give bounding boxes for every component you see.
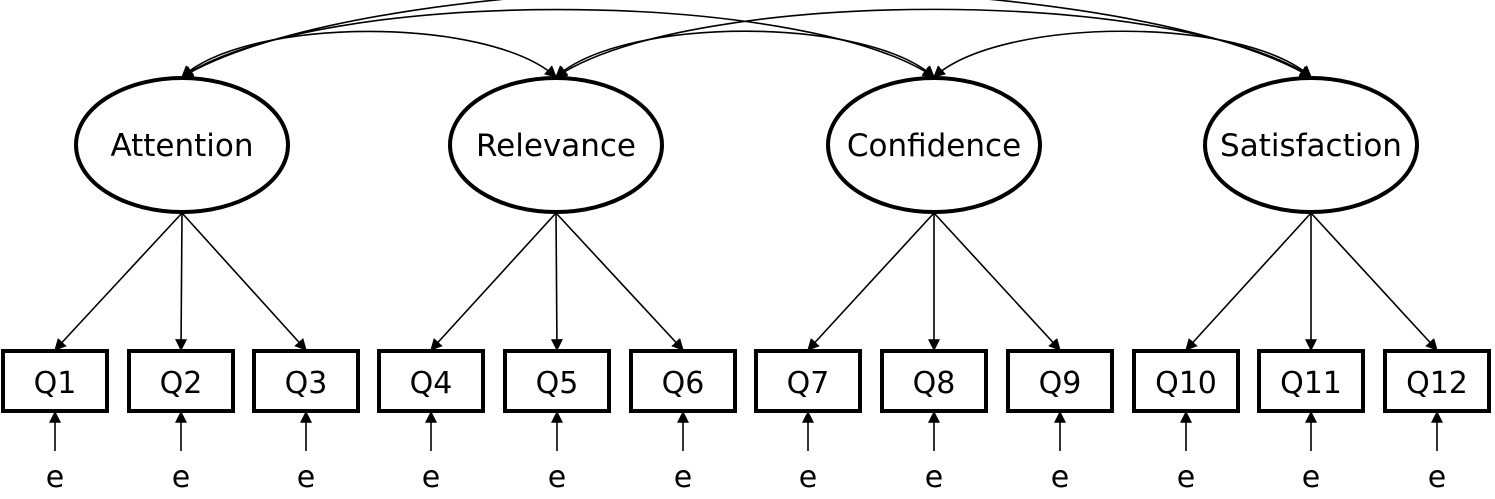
item-q8-box — [880, 349, 988, 413]
error-q7-label: e — [799, 460, 817, 495]
covariance-arcs — [180, 0, 1313, 78]
item-q12-label: Q12 — [1406, 366, 1468, 401]
latent-confidence-label: Confidence — [847, 128, 1021, 164]
item-q3-box — [252, 349, 360, 413]
error-q6-label: e — [674, 460, 692, 495]
item-q3-label: Q3 — [285, 366, 328, 401]
item-q10-label: Q10 — [1155, 366, 1217, 401]
item-q10-box — [1132, 349, 1240, 413]
loading-satisfaction-q12 — [1310, 212, 1438, 351]
item-q9-box — [1006, 349, 1114, 413]
covariance-relevance-confidence — [555, 30, 935, 78]
error-q11-label: e — [1302, 460, 1320, 495]
error-q4-label: e — [422, 460, 440, 495]
loading-relevance-q6 — [555, 212, 684, 351]
error-q8-label: e — [925, 460, 943, 495]
item-q11-box — [1257, 349, 1365, 413]
item-q1-box — [1, 349, 109, 413]
item-q4-label: Q4 — [410, 366, 453, 401]
loading-confidence-q7 — [807, 212, 935, 351]
loading-attention-q3 — [181, 212, 307, 351]
item-q8-label: Q8 — [913, 366, 956, 401]
error-q1-label: e — [46, 460, 64, 495]
latent-attention-label: Attention — [110, 128, 253, 164]
error-q9-label: e — [1051, 460, 1069, 495]
item-q7-label: Q7 — [787, 366, 830, 401]
factor-loadings — [49, 212, 1443, 451]
covariance-relevance-satisfaction — [554, 8, 1313, 78]
latent-attention-ellipse — [74, 76, 290, 214]
covariance-attention-confidence — [180, 8, 936, 78]
loading-confidence-q9 — [933, 212, 1061, 351]
latent-satisfaction-ellipse — [1203, 76, 1419, 214]
loading-relevance-q4 — [430, 212, 557, 351]
loading-attention-q1 — [54, 212, 183, 351]
covariance-confidence-satisfaction — [933, 30, 1312, 78]
item-q6-label: Q6 — [662, 366, 705, 401]
item-q1-label: Q1 — [34, 366, 77, 401]
error-q10-label: e — [1177, 460, 1195, 495]
item-q9-label: Q9 — [1039, 366, 1082, 401]
error-q3-label: e — [297, 460, 315, 495]
loading-attention-q2 — [175, 212, 188, 352]
item-q5-label: Q5 — [536, 366, 579, 401]
latent-confidence-ellipse — [826, 76, 1042, 214]
loading-relevance-q5 — [550, 212, 563, 352]
error-q5-label: e — [548, 460, 566, 495]
item-q11-label: Q11 — [1280, 366, 1342, 401]
covariance-attention-relevance — [181, 30, 557, 78]
item-q12-box — [1383, 349, 1491, 413]
latent-relevance-ellipse — [448, 76, 664, 214]
error-q12-label: e — [1428, 460, 1446, 495]
error-q2-label: e — [172, 460, 190, 495]
item-q5-box — [503, 349, 611, 413]
item-q4-box — [377, 349, 485, 413]
loading-satisfaction-q10 — [1185, 212, 1312, 351]
item-q2-label: Q2 — [160, 366, 203, 401]
covariance-attention-satisfaction — [180, 0, 1313, 78]
latent-relevance-label: Relevance — [476, 128, 636, 164]
latent-satisfaction-label: Satisfaction — [1220, 128, 1402, 164]
item-q7-box — [754, 349, 862, 413]
item-q2-box — [127, 349, 235, 413]
item-q6-box — [629, 349, 737, 413]
